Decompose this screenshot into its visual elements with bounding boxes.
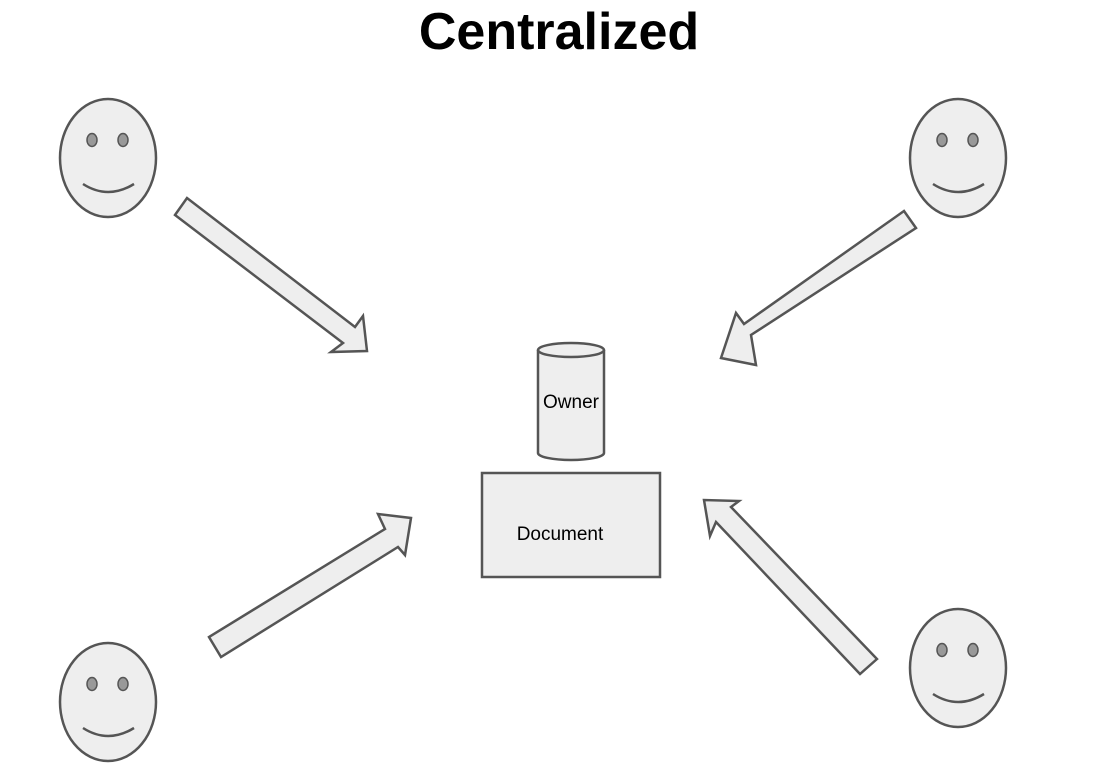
user-smiley-bottom-right-icon	[908, 607, 1008, 729]
user-smiley-top-right-icon	[908, 97, 1008, 219]
user-smiley-top-left-icon	[58, 97, 158, 219]
user-smiley-bottom-left-icon	[58, 641, 158, 763]
document-box: Document	[480, 471, 662, 579]
arrow-top-right-icon	[719, 209, 918, 367]
owner-label: Owner	[543, 392, 600, 413]
arrow-top-left-icon	[173, 196, 369, 354]
diagram-title: Centralized	[418, 3, 700, 61]
arrow-bottom-right-icon	[702, 498, 879, 676]
arrow-bottom-left-icon	[207, 512, 413, 659]
document-label: Document	[517, 524, 604, 545]
owner-cylinder: Owner	[536, 341, 606, 462]
